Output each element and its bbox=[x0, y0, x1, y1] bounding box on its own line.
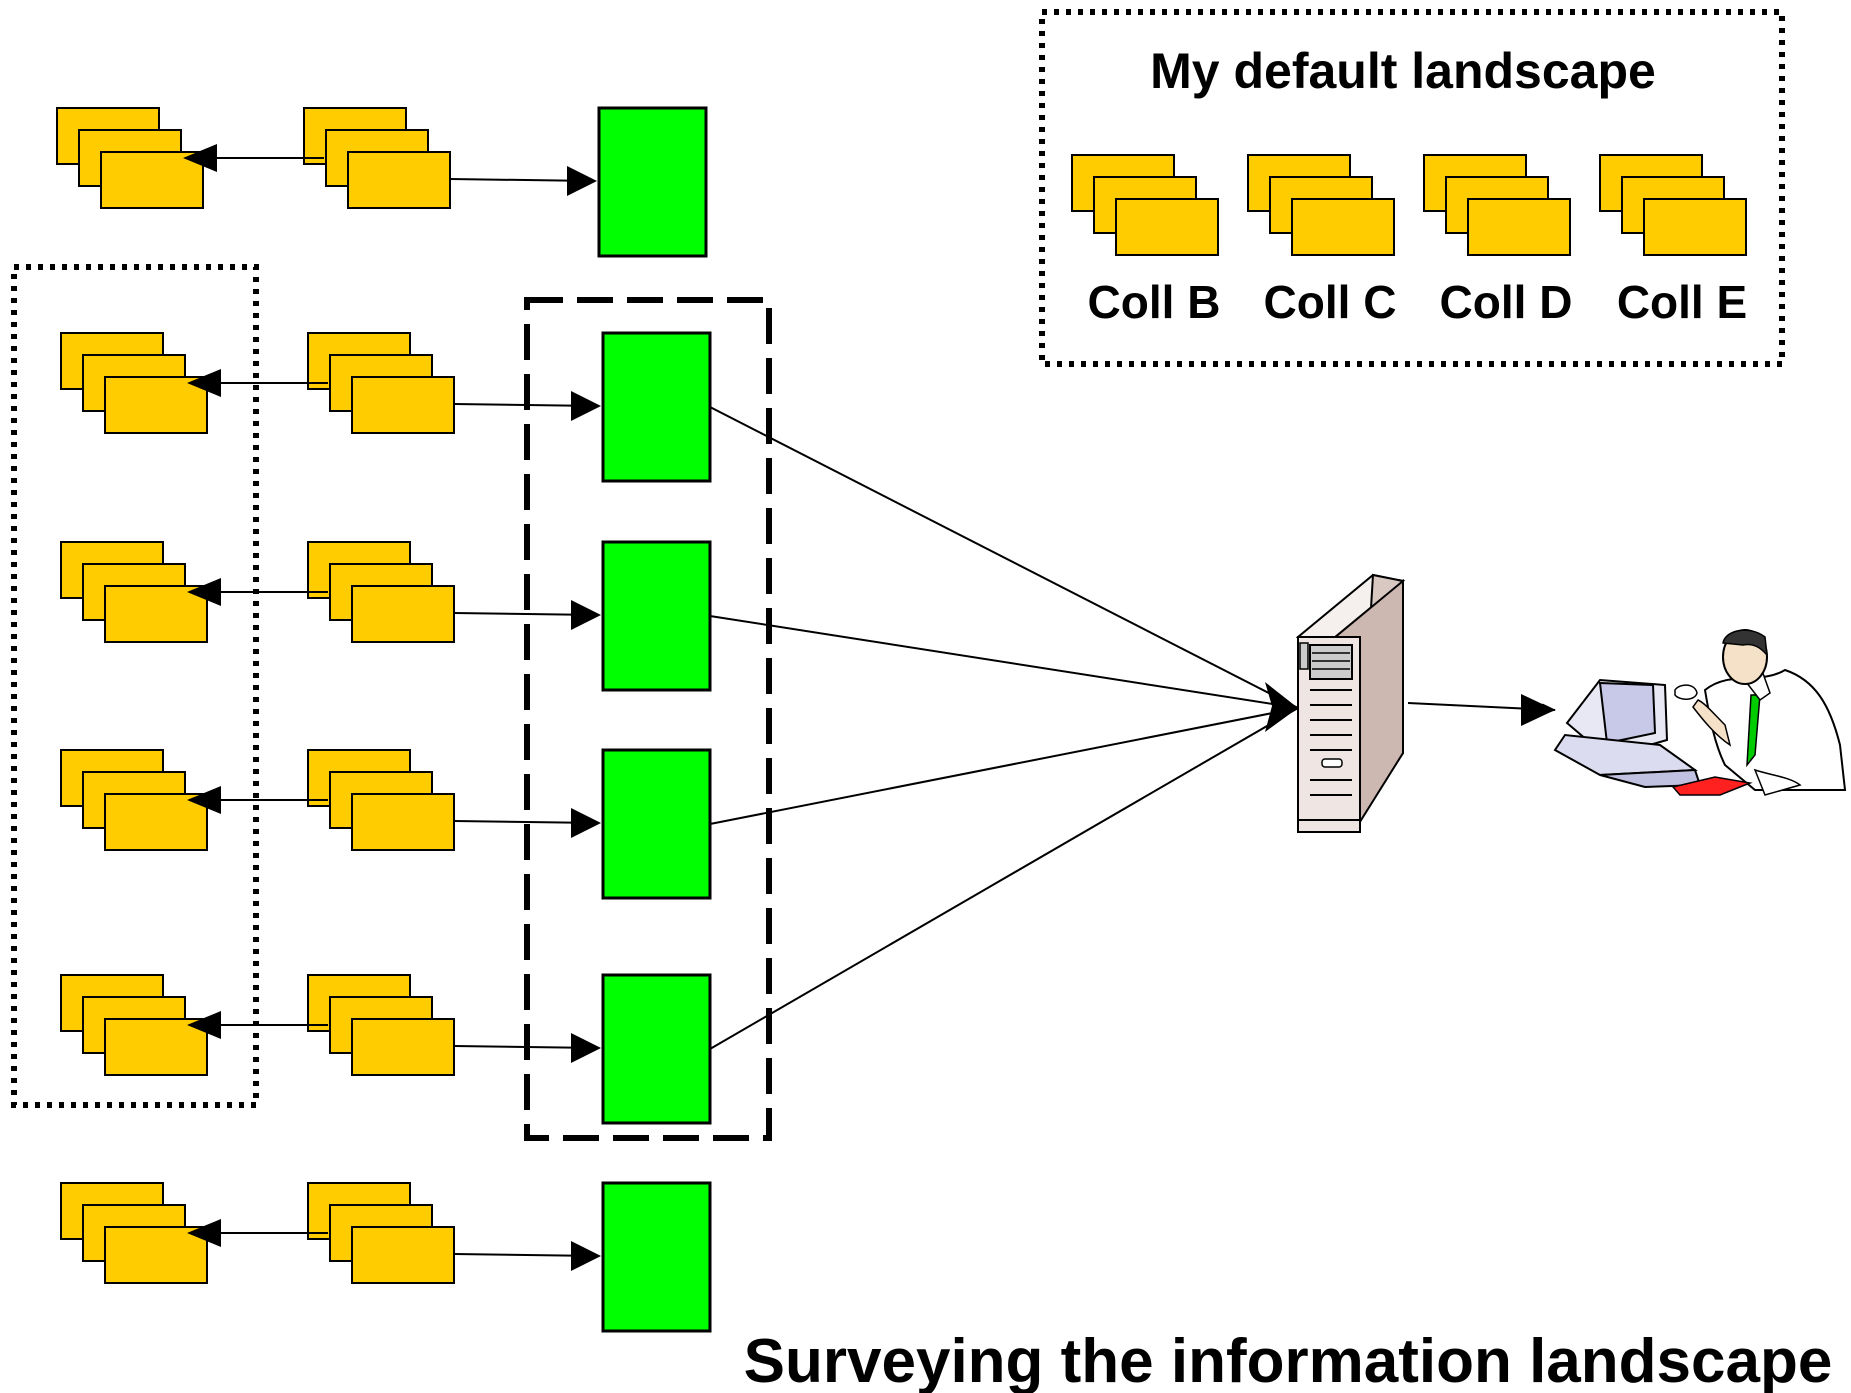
repository-to-server-line bbox=[709, 707, 1299, 825]
collection-rows bbox=[56, 106, 712, 1333]
collection-stack-left[interactable] bbox=[60, 541, 208, 643]
legend-collection-label: Coll E bbox=[1617, 276, 1747, 328]
collection-stack-left[interactable] bbox=[60, 332, 208, 434]
diagram-caption: Surveying the information landscape bbox=[744, 1327, 1833, 1393]
legend-title: My default landscape bbox=[1150, 43, 1656, 99]
repository-node[interactable] bbox=[601, 748, 712, 900]
legend-collection-stack[interactable] bbox=[1071, 154, 1219, 256]
legend-collection-label: Coll D bbox=[1440, 276, 1573, 328]
arrowhead bbox=[187, 1219, 221, 1247]
collection-stack-middle[interactable] bbox=[307, 1182, 455, 1284]
left-dotted-group bbox=[11, 264, 259, 1108]
server-icon[interactable] bbox=[1295, 573, 1406, 833]
collection-stack-left[interactable] bbox=[60, 1182, 208, 1284]
collection-stack-middle[interactable] bbox=[307, 974, 455, 1076]
arrowhead bbox=[567, 166, 597, 196]
legend-collections: Coll B Coll C Coll D Coll E bbox=[1071, 154, 1747, 328]
collection-stack-middle[interactable] bbox=[307, 332, 455, 434]
server-arrowhead bbox=[1265, 682, 1298, 732]
arrowhead bbox=[571, 1033, 601, 1063]
server-to-user-arrowhead bbox=[1521, 694, 1555, 726]
arrowhead bbox=[571, 808, 601, 838]
collection-stack-middle[interactable] bbox=[307, 749, 455, 851]
legend-collection-stack[interactable] bbox=[1599, 154, 1747, 256]
repository-to-server-line bbox=[709, 615, 1299, 709]
collection-stack-middle[interactable] bbox=[303, 107, 451, 209]
repository-dashed-group bbox=[524, 297, 772, 1141]
arrowhead bbox=[187, 578, 221, 606]
repository-node[interactable] bbox=[601, 331, 712, 483]
arrowhead bbox=[187, 1011, 221, 1039]
repository-node[interactable] bbox=[601, 973, 712, 1125]
arrowhead bbox=[183, 144, 217, 172]
legend-collection-stack[interactable] bbox=[1423, 154, 1571, 256]
arrowhead bbox=[571, 1241, 601, 1271]
collection-stack-middle[interactable] bbox=[307, 541, 455, 643]
repository-to-server-line bbox=[709, 406, 1299, 709]
collection-stack-left[interactable] bbox=[60, 749, 208, 851]
legend-collection-label: Coll C bbox=[1264, 276, 1397, 328]
repository-node[interactable] bbox=[597, 106, 708, 258]
arrowhead bbox=[187, 369, 221, 397]
repository-node[interactable] bbox=[601, 540, 712, 692]
arrowhead bbox=[187, 786, 221, 814]
collection-stack-left[interactable] bbox=[60, 974, 208, 1076]
arrowhead bbox=[571, 391, 601, 421]
legend-collection-label: Coll B bbox=[1088, 276, 1221, 328]
repository-to-server-line bbox=[709, 707, 1299, 1050]
arrowhead bbox=[571, 600, 601, 630]
legend-collection-stack[interactable] bbox=[1247, 154, 1395, 256]
user-at-computer-icon[interactable] bbox=[1553, 629, 1847, 796]
collection-stack-left[interactable] bbox=[56, 107, 204, 209]
repository-node[interactable] bbox=[601, 1181, 712, 1333]
server-links bbox=[709, 406, 1299, 1050]
